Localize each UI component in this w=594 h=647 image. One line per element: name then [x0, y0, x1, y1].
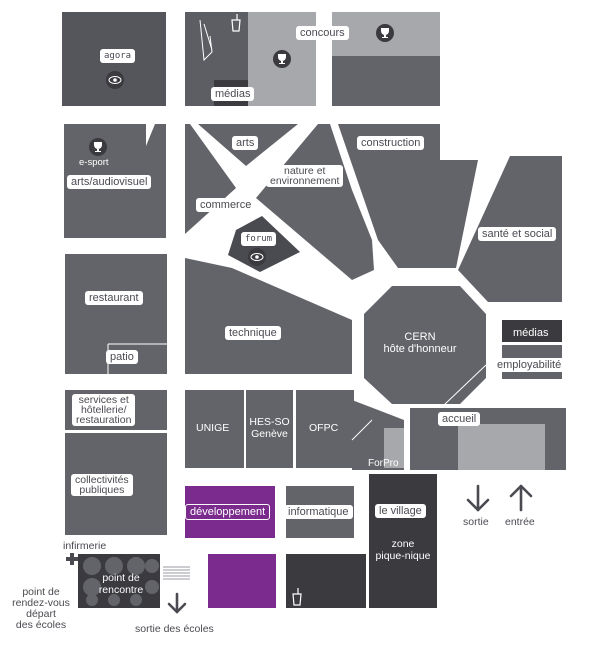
label-forpro: ForPro — [368, 458, 399, 469]
label-hesso: HES-SO Genève — [247, 416, 292, 440]
label-accueil: accueil — [438, 412, 481, 426]
label-concours: concours — [296, 26, 349, 40]
label-rendez-vous: point de rendez-vous départ des écoles — [6, 587, 76, 631]
label-commerce: commerce — [196, 198, 256, 212]
trophy-icon — [89, 138, 107, 156]
label-arts-audiovisuel: arts/audiovisuel — [67, 175, 152, 189]
label-nature-line1: nature et — [284, 165, 326, 177]
label-point-de-rencontre: point de rencontre — [90, 572, 152, 596]
label-employabilite: employabilité — [493, 358, 566, 372]
label-le-village: le village — [375, 504, 426, 518]
label-informatique: informatique — [284, 505, 353, 519]
label-sante-social: santé et social — [478, 227, 557, 241]
label-hesso-line2: Genève — [251, 428, 288, 440]
forpro-light-inner — [384, 428, 404, 468]
label-sortie: sortie — [463, 516, 489, 528]
label-unige: UNIGE — [196, 422, 230, 434]
zone-drinks[interactable] — [286, 554, 366, 608]
label-developpement: développement — [185, 504, 271, 520]
label-cern-line2: hôte d'honneur — [383, 343, 457, 355]
zone-construction[interactable] — [338, 124, 478, 268]
label-forum: forum — [241, 232, 277, 246]
label-entree: entrée — [505, 516, 535, 528]
label-construction: construction — [357, 136, 425, 150]
first-aid-cross-icon — [66, 553, 78, 565]
label-collectivites: collectivités publiques — [71, 474, 133, 496]
label-services-line2: hôtellerie/ — [80, 404, 127, 416]
arrow-up-icon — [509, 484, 533, 512]
label-nature: nature et environnement — [266, 165, 344, 187]
zone-cern[interactable] — [364, 286, 486, 404]
label-patio: patio — [106, 350, 138, 364]
drink-icon — [231, 14, 241, 32]
eye-icon — [106, 71, 124, 89]
label-zone-line1: zone — [391, 538, 415, 550]
label-medias-right: médias — [509, 326, 553, 340]
label-cern: CERN hôte d'honneur — [380, 331, 460, 355]
label-arts: arts — [232, 136, 259, 150]
meeting-point-circles — [83, 557, 159, 606]
label-cern-line1: CERN — [404, 331, 436, 343]
zone-ofpc[interactable] — [296, 390, 354, 468]
label-collectivites-line1: collectivités — [75, 474, 129, 486]
label-zone-line2: pique-nique — [375, 550, 431, 562]
label-technique: technique — [225, 326, 281, 340]
divider-line — [443, 364, 487, 406]
label-sortie-des-ecoles: sortie des écoles — [135, 623, 214, 635]
label-rdv-line1: point de — [22, 586, 60, 598]
accueil-light-band — [458, 424, 545, 470]
label-nature-line2: environnement — [270, 175, 340, 187]
zone-unige[interactable] — [185, 390, 244, 468]
trophy-icon — [376, 24, 394, 42]
zone-nature[interactable] — [256, 124, 374, 280]
label-rdv-line4: des écoles — [15, 619, 67, 631]
label-infirmerie: infirmerie — [63, 540, 107, 552]
trophy-icon — [273, 50, 291, 68]
label-agora: agora — [100, 49, 136, 63]
arrow-down-icon — [466, 484, 490, 512]
zone-concours-bottom[interactable] — [332, 56, 440, 106]
info-panel-icon — [163, 566, 190, 580]
label-esport: e-sport — [79, 157, 109, 168]
zone-developpement-2[interactable] — [208, 554, 276, 608]
label-ofpc: OFPC — [309, 422, 339, 434]
sketch-decoration — [199, 19, 213, 62]
label-medias-top: médias — [211, 87, 255, 101]
label-rdv-line3: départ — [26, 608, 56, 620]
label-restaurant: restaurant — [85, 291, 143, 305]
label-rdv-line2: rendez-vous — [12, 597, 70, 609]
arrow-down-icon — [167, 592, 187, 614]
label-collectivites-line2: publiques — [79, 484, 125, 496]
label-point-line1: point de — [102, 572, 140, 584]
divider-line — [351, 419, 373, 441]
label-point-line2: rencontre — [98, 584, 144, 596]
label-services-line3: restauration — [76, 414, 132, 426]
zone-le-village[interactable] — [369, 474, 437, 608]
label-hesso-line1: HES-SO — [249, 416, 290, 428]
label-services-line1: services et — [78, 394, 129, 406]
label-zone-pique-nique: zone pique-nique — [372, 538, 434, 562]
eye-icon — [248, 248, 266, 266]
drink-icon — [292, 588, 302, 606]
zone-technique[interactable] — [185, 258, 352, 374]
label-services: services et hôtellerie/ restauration — [72, 394, 136, 426]
zone-hesso[interactable] — [246, 390, 293, 468]
